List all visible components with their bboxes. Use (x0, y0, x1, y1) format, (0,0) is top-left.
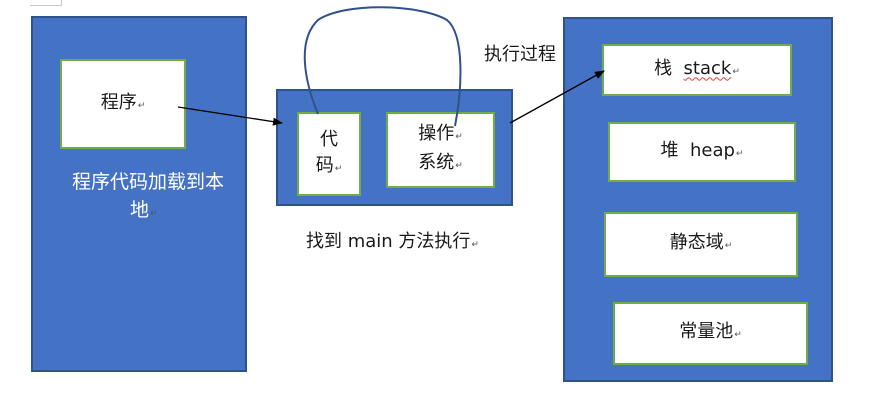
load-caption-line2: 地↵ (130, 199, 158, 221)
program-box: 程序↵ (60, 59, 186, 149)
code-label-line1: 代 (320, 128, 338, 150)
local-load-box: 程序↵ 程序代码加载到本 地↵ (31, 16, 247, 372)
os-box: 操作↵ 系统↵ (386, 112, 495, 188)
stack-box: 栈 stack↵ (602, 44, 792, 96)
heap-label: 堆 heap↵ (660, 139, 744, 161)
os-label-line1: 操作↵ (418, 123, 463, 144)
code-box: 代 码↵ (297, 112, 361, 196)
page-corner-mark (30, 0, 62, 6)
code-label-line2: 码↵ (315, 154, 343, 176)
program-label: 程序↵ (100, 91, 146, 113)
constant-pool-label: 常量池↵ (679, 321, 742, 342)
heap-box: 堆 heap↵ (608, 122, 796, 182)
static-area-label: 静态域↵ (669, 232, 733, 253)
main-method-caption: 找到 main 方法执行↵ (306, 231, 479, 252)
os-label-line2: 系统↵ (418, 152, 463, 173)
execution-process-label: 执行过程 (484, 44, 556, 65)
load-caption-line1: 程序代码加载到本 (71, 171, 224, 193)
load-caption: 程序代码加载到本 地↵ (53, 168, 243, 228)
runtime-areas-box: 栈 stack↵ 堆 heap↵ 静态域↵ 常量池↵ (563, 17, 833, 382)
stack-label: 栈 stack↵ (654, 57, 740, 79)
static-area-box: 静态域↵ (604, 212, 798, 277)
memory-box: 代 码↵ 操作↵ 系统↵ (276, 89, 513, 206)
constant-pool-box: 常量池↵ (613, 302, 808, 365)
